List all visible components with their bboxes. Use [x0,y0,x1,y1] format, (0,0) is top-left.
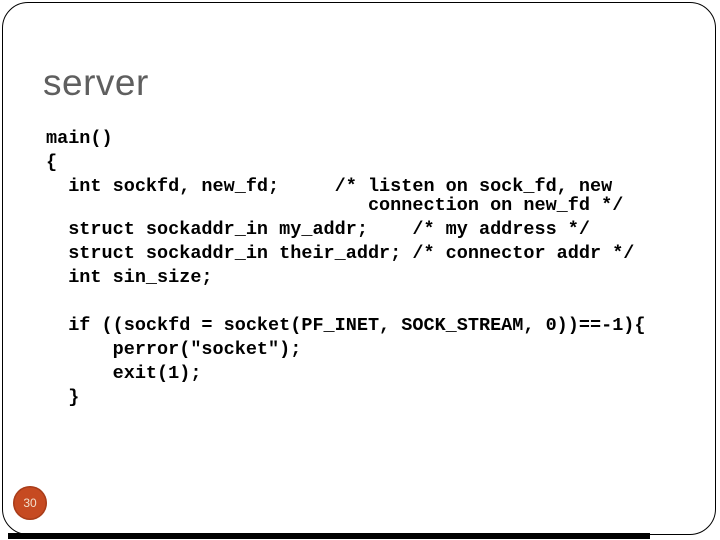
code-line: exit(1); [46,363,202,384]
code-line: perror("socket"); [46,339,302,360]
code-line: struct sockaddr_in their_addr; /* connec… [46,243,635,264]
page-number: 30 [23,496,37,510]
code-line: { [46,152,58,173]
code-line: int sockfd, new_fd; /* listen on sock_fd… [46,176,613,197]
code-line: struct sockaddr_in my_addr; /* my addres… [46,219,590,240]
code-line-blank [46,290,646,314]
page-number-badge: 30 [13,486,47,520]
code-line: if ((sockfd = socket(PF_INET, SOCK_STREA… [46,315,646,336]
code-line: } [46,387,80,408]
slide-title: server [43,62,149,103]
code-line-continuation: connection on new_fd */ [46,195,624,216]
slide-bottom-edge [8,533,650,539]
code-line: main() [46,128,113,149]
code-block: main() { int sockfd, new_fd; /* listen o… [46,127,646,410]
code-line: int sin_size; [46,267,213,288]
